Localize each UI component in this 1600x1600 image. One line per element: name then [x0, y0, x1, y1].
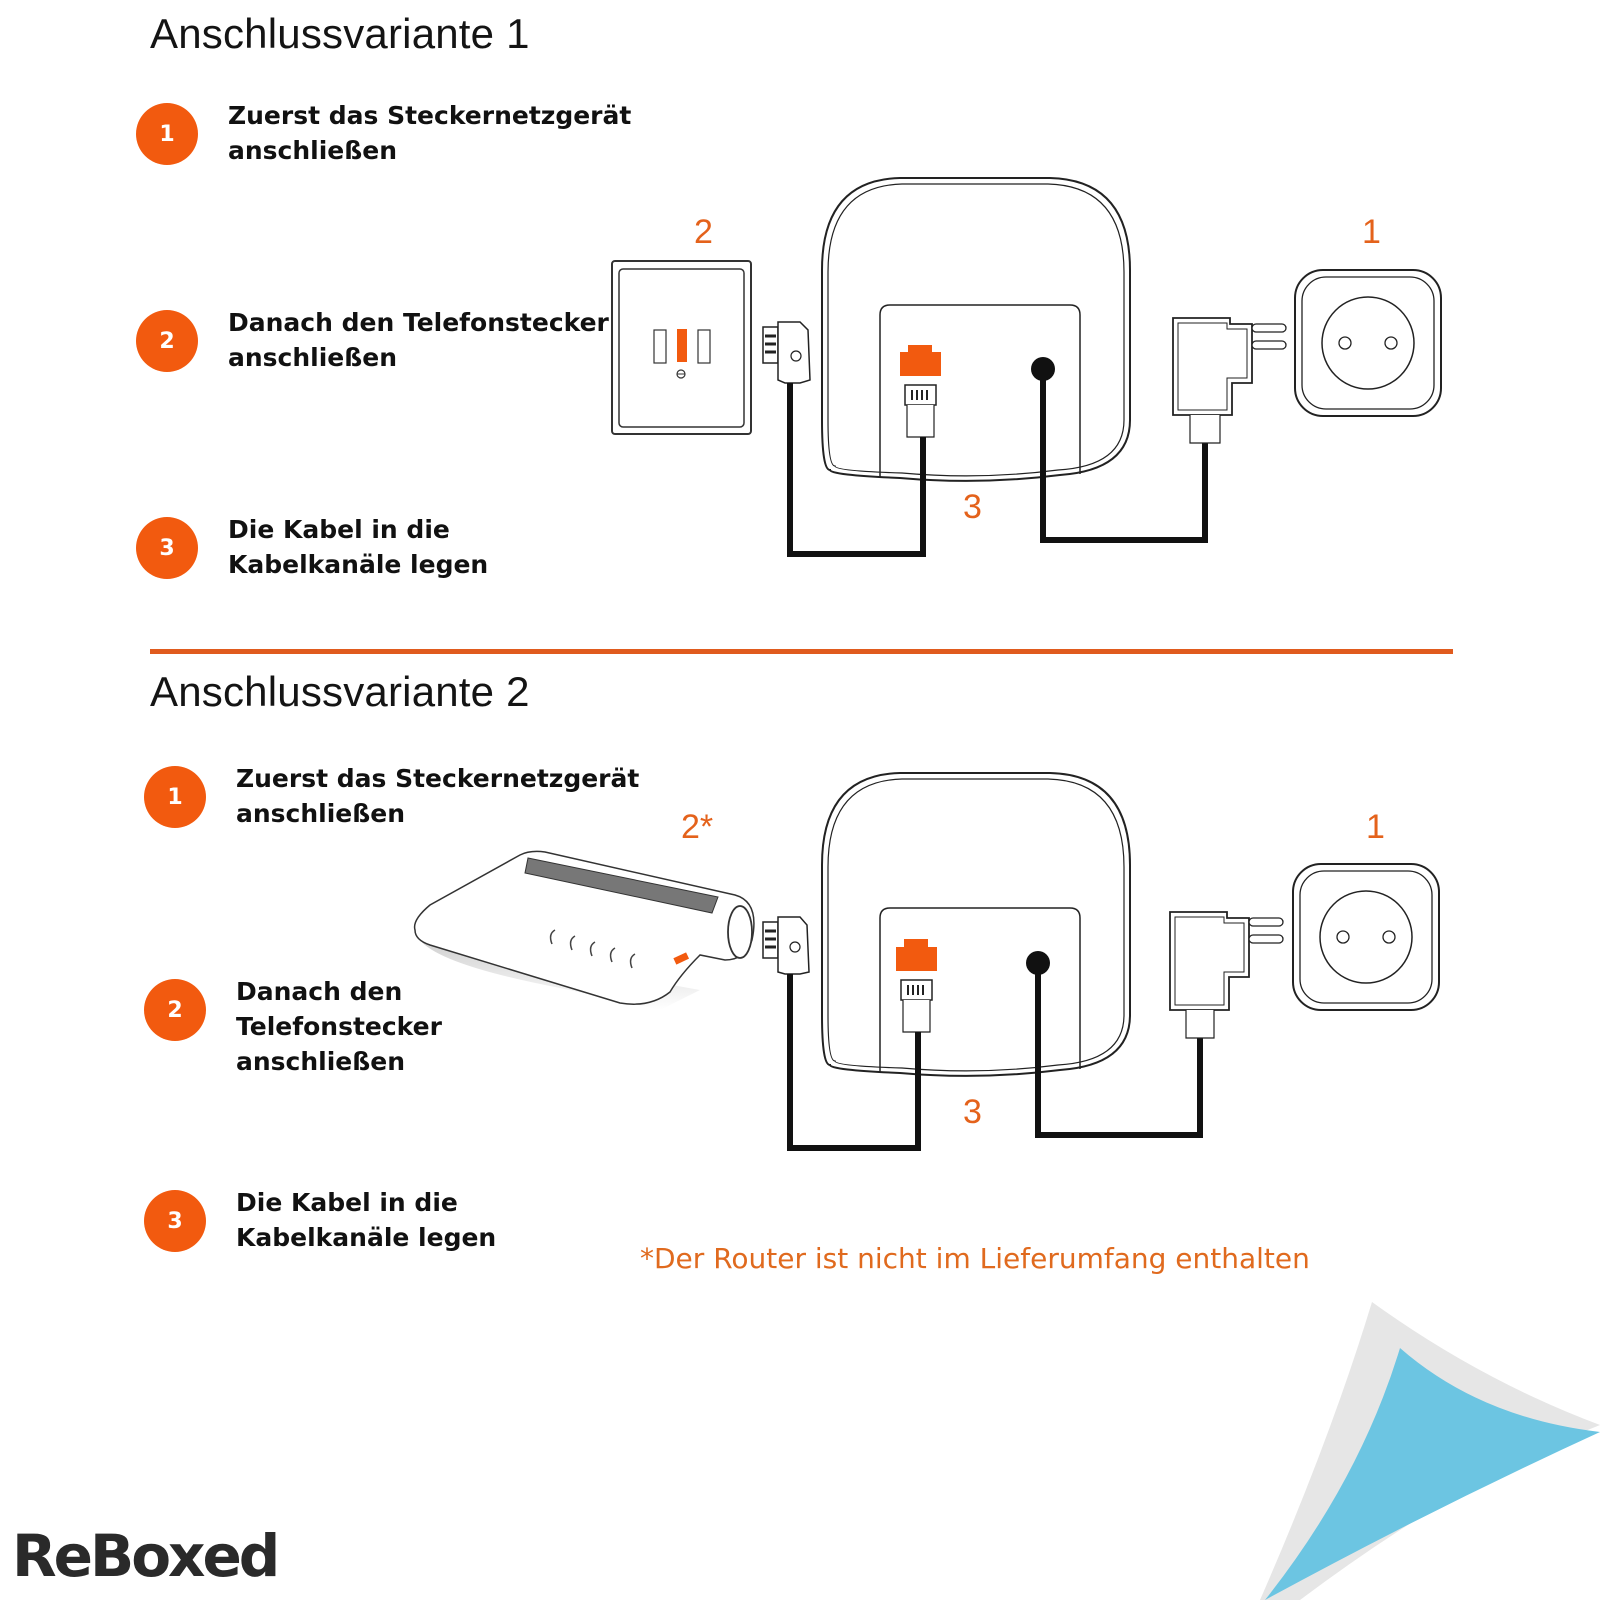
variant1-step3-text: Die Kabel in die Kabelkanäle legen	[228, 515, 489, 579]
variant1-step2-text: Danach den Telefonstecker anschließen	[228, 308, 609, 372]
router-footnote: *Der Router ist nicht im Lieferumfang en…	[640, 1242, 1310, 1275]
tae-wall-jack-icon	[611, 260, 752, 435]
variant1-label-power-outlet: 1	[1362, 213, 1381, 251]
variant1-label-wall-jack: 2	[694, 213, 713, 251]
variant1-step3-badge: 3	[136, 517, 198, 579]
base-station-icon	[821, 772, 1131, 1077]
variant2-step1-text: Zuerst das Steckernetzgerät anschließen	[236, 764, 640, 828]
variant1-step1-text: Zuerst das Steckernetzgerät anschließen	[228, 101, 632, 165]
variant1-step2-badge: 2	[136, 310, 198, 372]
base-station-icon	[821, 177, 1131, 482]
power-outlet-icon	[1294, 269, 1442, 417]
variant2-label-router: 2*	[681, 808, 714, 846]
variant2-step2-badge: 2	[144, 979, 206, 1041]
power-adapter-icon	[1172, 317, 1287, 444]
tae-plug-icon	[762, 916, 810, 975]
variant2-label-cables: 3	[963, 1093, 982, 1131]
cable-lines	[787, 369, 1208, 557]
variant2-step1-badge: 1	[144, 766, 206, 828]
tae-plug-icon	[762, 321, 811, 384]
variant1-title: Anschlussvariante 1	[150, 10, 530, 57]
variant2-step2-text: Danach den Telefonstecker anschließen	[236, 977, 442, 1076]
router-icon	[413, 850, 755, 1010]
variant2-title: Anschlussvariante 2	[150, 668, 530, 715]
variant2-step3-text: Die Kabel in die Kabelkanäle legen	[236, 1188, 497, 1252]
page-curl-corner-icon	[1260, 1302, 1600, 1600]
variant1-diagram	[611, 177, 1442, 557]
variant2-step3-badge: 3	[144, 1190, 206, 1252]
reboxed-logo: ReBoxed	[12, 1522, 280, 1590]
variant2-label-power-outlet: 1	[1366, 808, 1385, 846]
variant1-label-cables: 3	[963, 488, 982, 526]
variant1-step1-badge: 1	[136, 103, 198, 165]
section-divider	[150, 649, 1453, 654]
power-adapter-icon	[1169, 911, 1284, 1039]
cable-lines	[787, 963, 1203, 1151]
power-outlet-icon	[1292, 863, 1440, 1011]
